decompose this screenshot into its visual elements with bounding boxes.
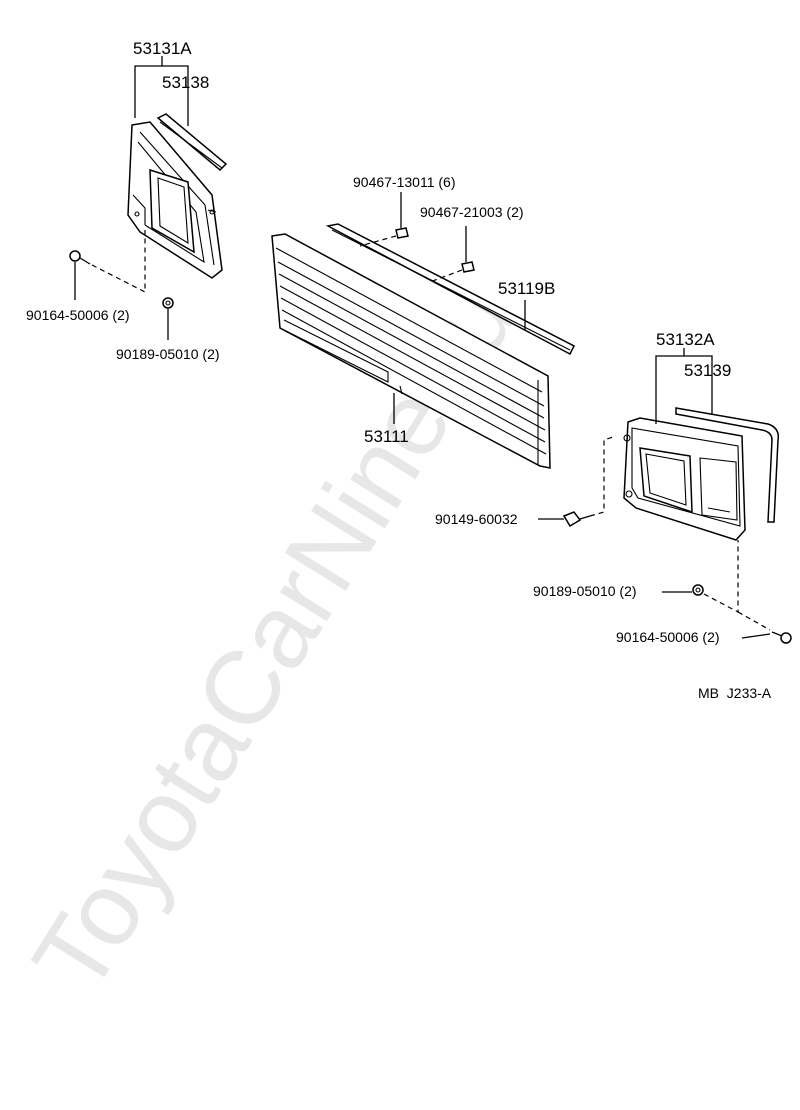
- label-53132A: 53132A: [656, 330, 715, 349]
- right-molding[interactable]: [675, 407, 780, 523]
- label-90467-13011: 90467-13011 (6): [353, 174, 455, 190]
- left-nut-icon: [162, 297, 174, 309]
- label-90189-05010-left: 90189-05010 (2): [116, 346, 220, 362]
- label-90189-05010-right: 90189-05010 (2): [533, 583, 637, 599]
- label-53119B: 53119B: [498, 279, 555, 298]
- left-molding[interactable]: [156, 113, 228, 172]
- right-bolt-icon: [562, 511, 591, 528]
- grille-clip-icon: [461, 261, 475, 273]
- label-90149-60032: 90149-60032: [435, 511, 518, 527]
- right-nut-icon: [692, 584, 704, 596]
- left-screw-icon: [69, 250, 91, 265]
- label-53138: 53138: [162, 73, 209, 92]
- grille-molding[interactable]: [325, 223, 576, 356]
- right-screw-icon: [771, 631, 792, 644]
- label-53139: 53139: [684, 361, 731, 380]
- label-90467-21003: 90467-21003 (2): [420, 204, 524, 220]
- label-90164-50006-right: 90164-50006 (2): [616, 629, 720, 645]
- left-dashed-leader: [91, 230, 146, 293]
- grille-clip-icon: [395, 227, 409, 239]
- label-53131A: 53131A: [133, 39, 192, 58]
- diagram-code: MB J233-A: [698, 685, 772, 701]
- label-90164-50006-left: 90164-50006 (2): [26, 307, 130, 323]
- right-headlamp-door[interactable]: [623, 417, 746, 541]
- radiator-grille[interactable]: [271, 233, 551, 469]
- left-headlamp-door[interactable]: [127, 121, 223, 279]
- label-53111: 53111: [364, 427, 409, 446]
